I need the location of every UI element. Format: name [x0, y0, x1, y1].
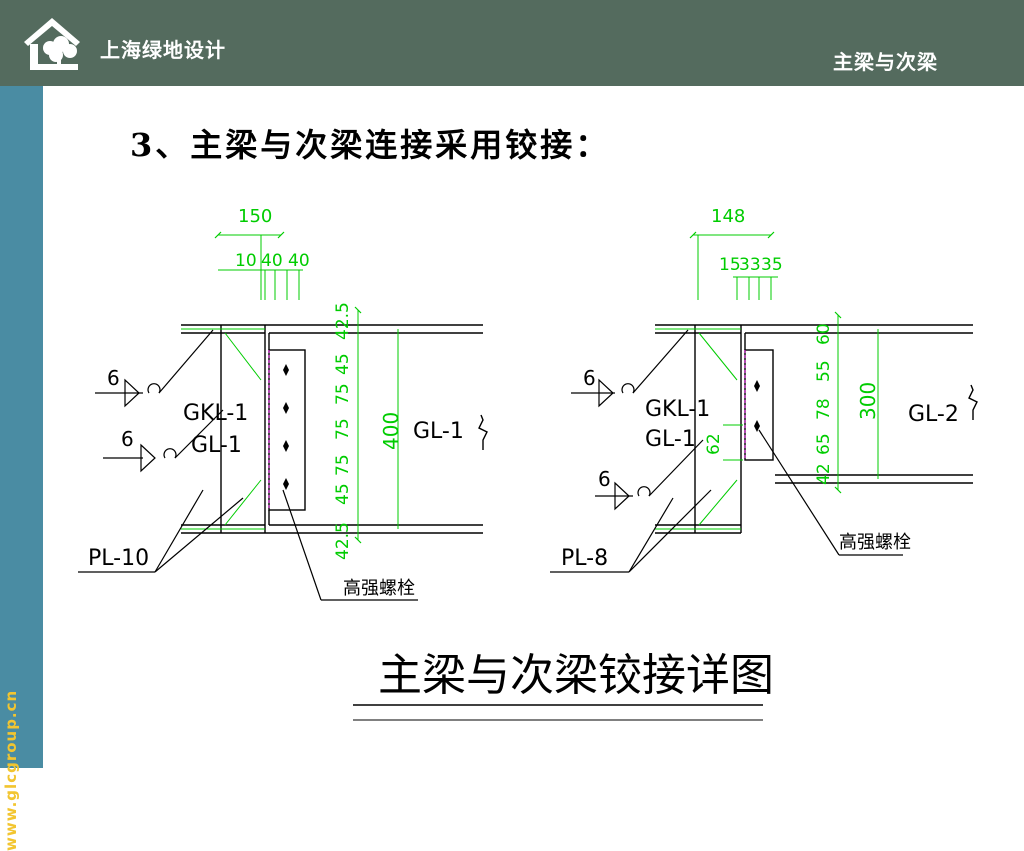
website-url: www.glcgroup.cn	[2, 689, 20, 851]
right-vdim-5: 42	[814, 463, 834, 485]
left-label-gl: GL-1	[191, 433, 242, 458]
right-bolts	[754, 380, 760, 432]
left-vdim-5: 75	[333, 454, 353, 476]
left-vdim-2: 45	[333, 353, 353, 375]
right-vdim-1: 60	[814, 323, 834, 345]
left-label-bolt: 高强螺栓	[343, 578, 415, 599]
left-top-dim-b: 40	[261, 251, 283, 271]
right-label-gkl: GKL-1	[645, 397, 710, 422]
right-vdim-2: 55	[814, 360, 834, 382]
drawing-title: 主梁与次梁铰接详图	[378, 650, 774, 701]
right-vdim-4: 65	[814, 433, 834, 455]
left-top-dim-c: 40	[288, 251, 310, 271]
right-top-dim-total: 148	[711, 206, 745, 227]
side-strip: www.glcgroup.cn	[0, 86, 43, 851]
right-weld-size-2: 6	[598, 467, 611, 491]
left-detail: 150 10 40 40 400 42.5 45 75 75 75 45 42.…	[78, 206, 488, 601]
connection-detail-drawing: 150 10 40 40 400 42.5 45 75 75 75 45 42.…	[78, 206, 978, 721]
header-bar: 上海绿地设计 主梁与次梁	[0, 0, 1024, 86]
right-weld-size: 6	[583, 366, 596, 390]
greenland-logo-icon	[24, 18, 80, 70]
left-vdim-3: 75	[333, 383, 353, 405]
section-title: 主梁与次梁	[833, 50, 938, 74]
slide-heading: 3、主梁与次梁连接采用铰接：	[130, 126, 611, 164]
right-label-plate: PL-8	[561, 546, 608, 571]
right-label-bolt: 高强螺栓	[839, 532, 911, 553]
left-vdim-4: 75	[333, 418, 353, 440]
right-side-dim: 62	[704, 433, 724, 455]
right-label-gl: GL-1	[645, 427, 696, 452]
left-weld-size-2: 6	[121, 427, 134, 451]
right-detail: 148 15 33 35 300 62 60 55 78 65 42	[550, 206, 978, 573]
left-total-dim: 400	[379, 412, 403, 450]
left-vdim-7: 42.5	[333, 522, 353, 560]
left-label-beam: GL-1	[413, 419, 464, 444]
right-vdim-3: 78	[814, 398, 834, 420]
right-total-dim: 300	[856, 382, 880, 420]
right-label-beam: GL-2	[908, 402, 959, 427]
right-top-dim-b: 33	[739, 255, 761, 275]
left-vdim-6: 45	[333, 483, 353, 505]
left-top-dim-total: 150	[238, 206, 272, 227]
left-bolts	[283, 364, 289, 490]
right-top-dim-c: 35	[761, 255, 783, 275]
left-vdim-1: 42.5	[333, 302, 353, 340]
right-top-dim-a: 15	[719, 255, 741, 275]
left-label-gkl: GKL-1	[183, 401, 248, 426]
company-name: 上海绿地设计	[100, 38, 226, 62]
left-top-dim-a: 10	[235, 251, 257, 271]
left-label-plate: PL-10	[88, 546, 149, 571]
left-weld-size: 6	[107, 366, 120, 390]
